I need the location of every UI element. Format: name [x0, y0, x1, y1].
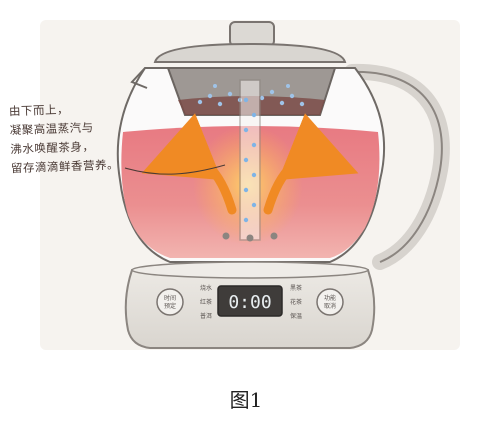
kettle-spout	[130, 67, 148, 89]
left-circulation-arrow	[141, 113, 237, 215]
lid-knob	[229, 21, 275, 47]
time-display	[217, 285, 283, 317]
time-preset-button[interactable]	[156, 288, 184, 316]
figure-caption: 图1	[229, 388, 263, 412]
time-preset-label-1: 时间	[164, 294, 176, 302]
annotation-pointer	[124, 164, 226, 175]
right-circulation-arrow	[263, 113, 359, 215]
tube-nozzles	[222, 232, 278, 242]
annotation-text: 由下而上， 凝聚高温蒸汽与 沸水唤醒茶身， 留存滴滴鲜香营养。	[9, 98, 142, 178]
time-preset-label-2: 预定	[164, 302, 176, 310]
mode-label-black-tea[interactable]: 红茶	[200, 298, 212, 306]
mode-label-dark-tea[interactable]: 黑茶	[290, 284, 302, 292]
base-top-rim	[131, 261, 369, 279]
center-tube	[239, 79, 261, 241]
function-cancel-label-2: 取消	[324, 302, 336, 310]
mode-label-keep-warm[interactable]: 保温	[290, 312, 302, 320]
kettle-handle-outline	[351, 70, 443, 263]
function-cancel-button[interactable]	[316, 288, 344, 316]
display-digits: 0:00	[228, 292, 271, 313]
mode-label-boil[interactable]: 烧水	[200, 284, 212, 292]
function-cancel-label-1: 功能	[324, 294, 336, 302]
rising-bubbles	[243, 97, 257, 223]
mode-label-puer[interactable]: 普洱	[200, 312, 212, 320]
kettle-lid	[153, 42, 347, 63]
mode-label-flower-tea[interactable]: 花茶	[290, 298, 302, 306]
